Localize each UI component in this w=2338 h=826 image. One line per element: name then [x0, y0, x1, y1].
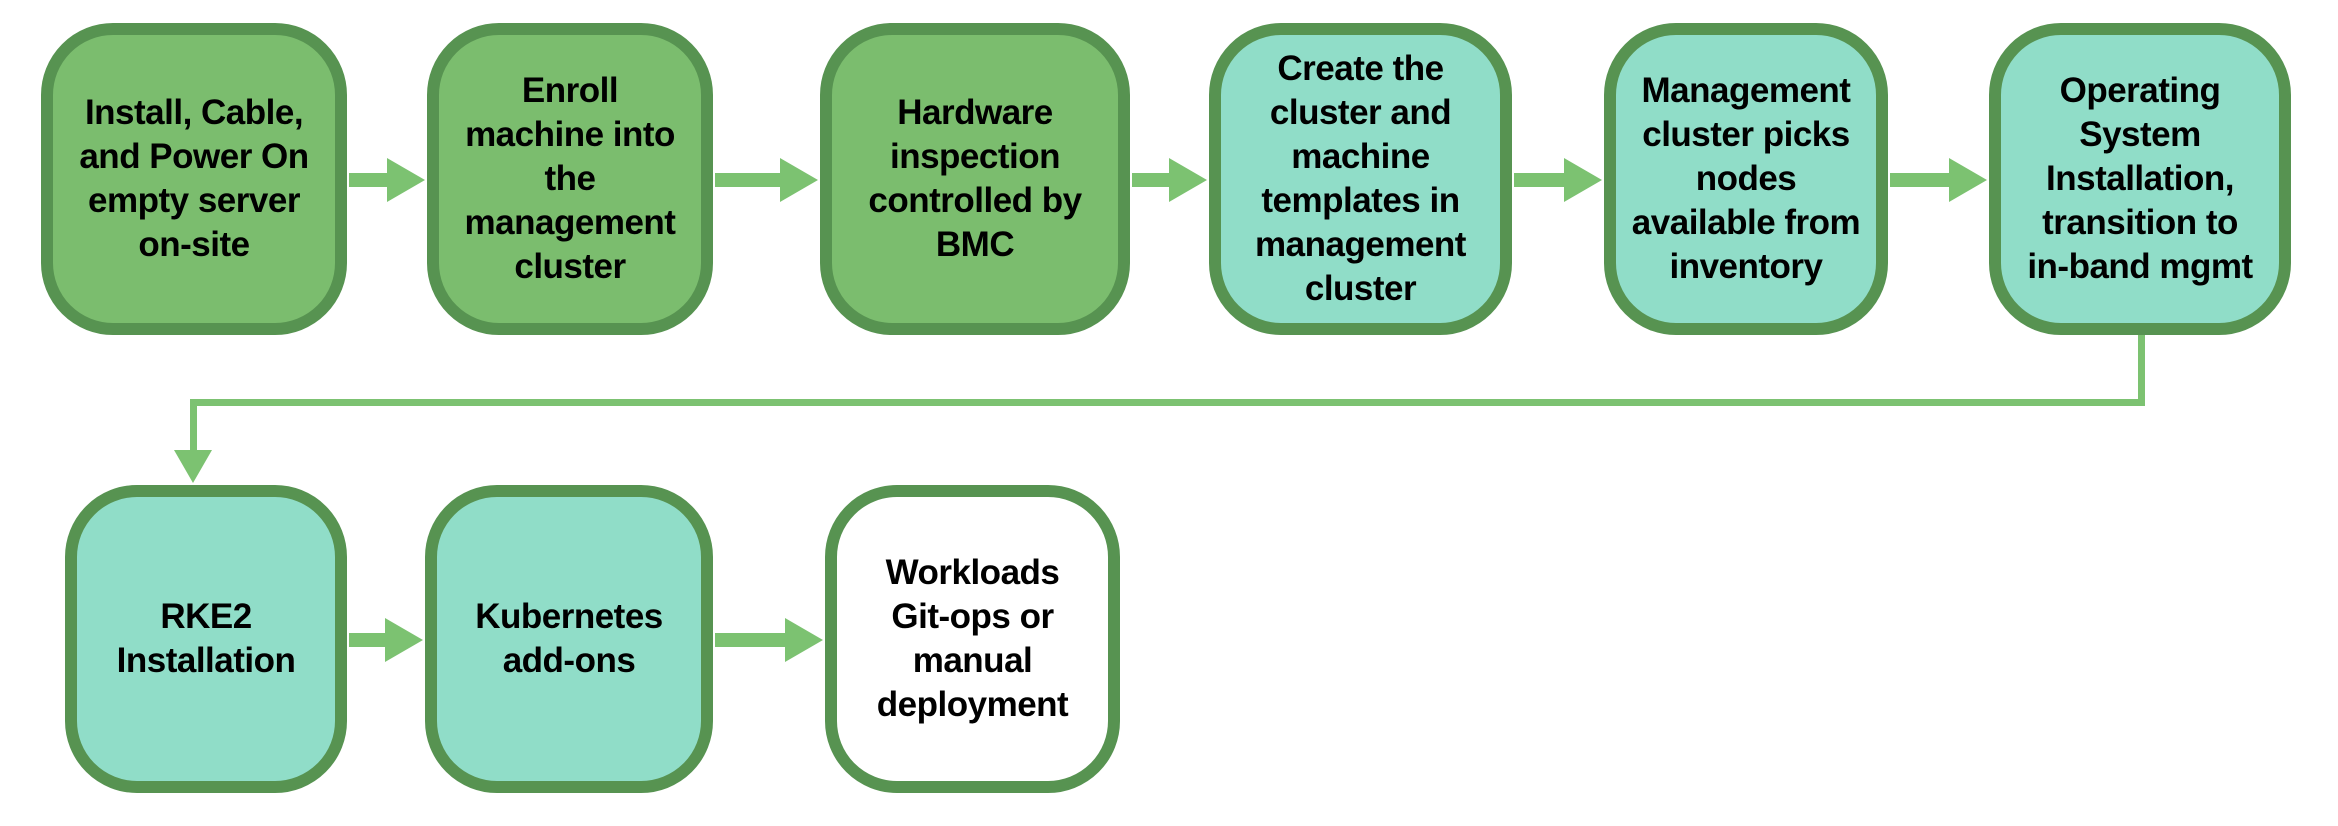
elbow-connector-vertical-to-n7 — [190, 399, 197, 450]
elbow-connector-horizontal — [190, 399, 2145, 406]
flow-node-rke2-installation: RKE2 Installation — [65, 485, 347, 793]
node-label: Workloads Git-ops or manual deployment — [876, 553, 1069, 724]
arrow-n8-to-n9 — [715, 618, 823, 662]
arrow-shaft — [715, 633, 789, 647]
node-label: Enroll machine into the management clust… — [464, 71, 676, 286]
node-label: Install, Cable, and Power On empty serve… — [79, 93, 309, 264]
arrow-head-right-icon — [1949, 158, 1987, 202]
arrow-head-right-icon — [1169, 158, 1207, 202]
flow-node-install-cable-power-on: Install, Cable, and Power On empty serve… — [41, 23, 347, 335]
flow-node-workloads-deployment: Workloads Git-ops or manual deployment — [825, 485, 1120, 793]
arrow-shaft — [349, 633, 389, 647]
flow-node-create-cluster-templates: Create the cluster and machine templates… — [1209, 23, 1512, 335]
node-label: Operating System Installation, transitio… — [2027, 71, 2253, 286]
arrow-n1-to-n2 — [349, 158, 425, 202]
arrow-n4-to-n5 — [1514, 158, 1602, 202]
arrow-n7-to-n8 — [349, 618, 423, 662]
arrow-head-right-icon — [385, 618, 423, 662]
flow-node-kubernetes-addons: Kubernetes add-ons — [425, 485, 713, 793]
arrow-head-down-icon — [174, 450, 212, 483]
arrow-n5-to-n6 — [1890, 158, 1987, 202]
arrow-shaft — [1514, 173, 1568, 187]
arrow-shaft — [1890, 173, 1953, 187]
arrow-head-right-icon — [387, 158, 425, 202]
node-label: Kubernetes add-ons — [475, 597, 663, 680]
arrow-shaft — [715, 173, 784, 187]
flow-node-hardware-inspection: Hardware inspection controlled by BMC — [820, 23, 1130, 335]
arrow-head-right-icon — [780, 158, 818, 202]
arrow-head-right-icon — [785, 618, 823, 662]
node-label: RKE2 Installation — [116, 597, 296, 680]
node-label: Create the cluster and machine templates… — [1255, 49, 1466, 308]
flow-node-management-cluster-picks-nodes: Management cluster picks nodes available… — [1604, 23, 1888, 335]
arrow-head-right-icon — [1564, 158, 1602, 202]
arrow-shaft — [1132, 173, 1173, 187]
flow-node-enroll-machine: Enroll machine into the management clust… — [427, 23, 713, 335]
arrow-n2-to-n3 — [715, 158, 818, 202]
node-label: Management cluster picks nodes available… — [1631, 71, 1861, 286]
node-label: Hardware inspection controlled by BMC — [868, 93, 1082, 264]
elbow-connector-vertical-from-n6 — [2138, 335, 2145, 406]
arrow-n3-to-n4 — [1132, 158, 1207, 202]
arrow-shaft — [349, 173, 391, 187]
flow-node-os-installation: Operating System Installation, transitio… — [1989, 23, 2291, 335]
